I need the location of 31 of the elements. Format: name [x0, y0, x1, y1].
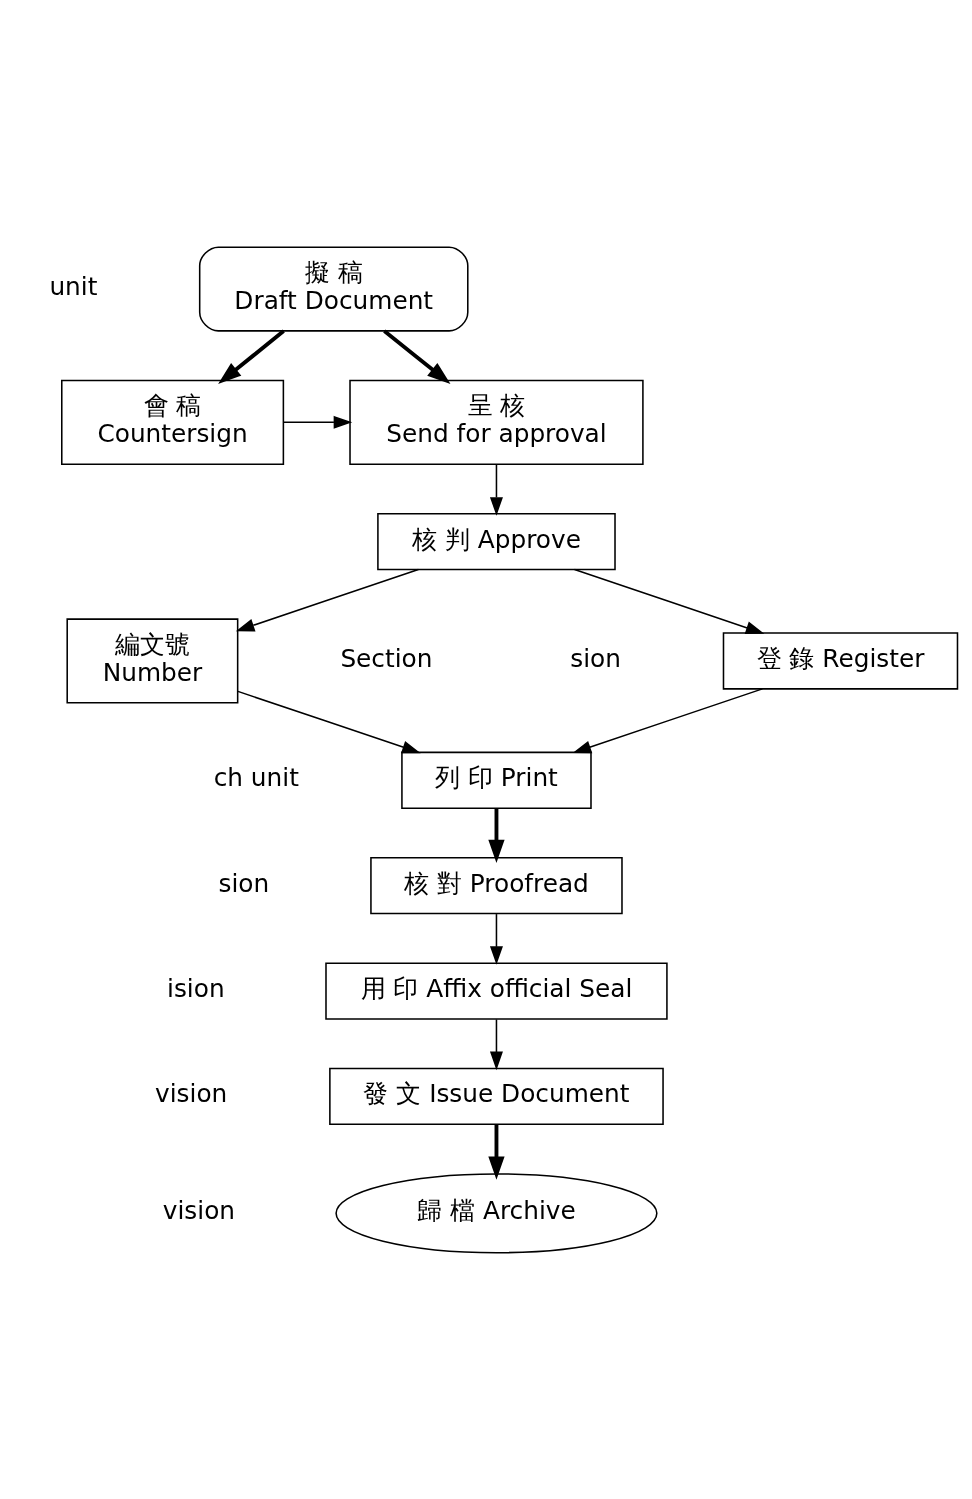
arrow — [488, 808, 505, 863]
label: Section — [340, 643, 433, 673]
node-box: 編文號 Number — [66, 617, 239, 704]
arrow — [488, 1123, 505, 1180]
label: ch unit — [213, 762, 299, 792]
arrow — [218, 329, 285, 384]
label: vision — [155, 1078, 228, 1108]
node-box: 列 印 Print — [401, 751, 592, 809]
node-box: 發 文 Issue Document — [329, 1067, 664, 1125]
arrow — [235, 568, 420, 631]
node-ellipse: 歸 檔 Archive — [335, 1172, 658, 1253]
arrow — [572, 687, 764, 753]
label: sion — [218, 868, 270, 898]
arrow — [283, 415, 353, 429]
arrow — [489, 463, 503, 516]
node-box: 核 對 Proofread — [370, 856, 623, 914]
node-box: 會 稿 Countersign — [61, 379, 285, 465]
arrow — [489, 912, 503, 965]
label: unit — [49, 271, 98, 301]
label: sion — [570, 643, 621, 673]
node-box: 呈 核 Send for approval — [349, 379, 644, 465]
node-box: 登 錄 Register — [722, 631, 959, 690]
arrow — [489, 1018, 503, 1070]
arrow — [237, 690, 421, 753]
node-box: 擬 稿 Draft Document — [198, 245, 469, 332]
node-box: 核 判 Approve — [377, 512, 616, 570]
label: vision — [162, 1195, 236, 1225]
arrow — [383, 329, 451, 384]
arrow — [573, 568, 765, 634]
node-box: 用 印 Affix official Seal — [325, 961, 668, 1020]
label: ision — [167, 973, 225, 1003]
